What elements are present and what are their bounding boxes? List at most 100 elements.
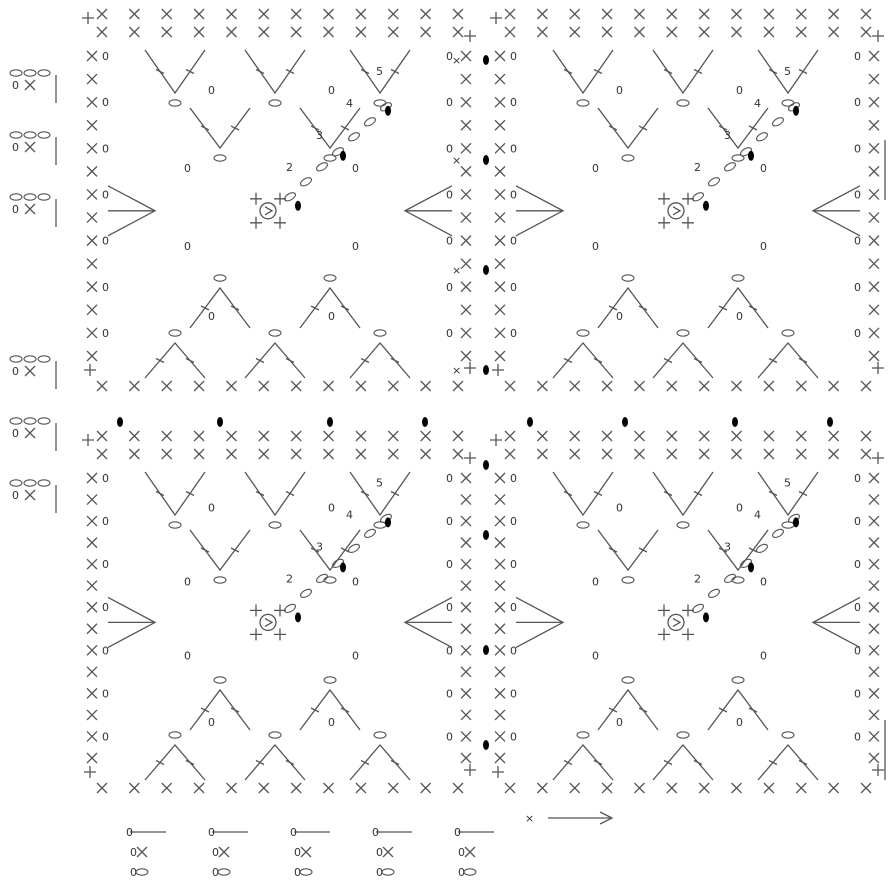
motif-4-fan-inner-left-bar (609, 548, 617, 552)
motif-2-right-sc (869, 328, 879, 338)
motif-3-bottom-sc (162, 783, 172, 793)
direction-sc: × (525, 812, 534, 825)
motif-4-right-zero: 0 (854, 730, 861, 743)
motif-4-fan-inner-right-bar (749, 548, 757, 552)
motif-4-corner-plus (490, 434, 502, 446)
left-edge-sc (25, 366, 35, 376)
motif-4-fan-inner-bl-chain (622, 677, 634, 683)
bottom-edge-chain (300, 869, 312, 875)
motif-1-top-sc (162, 9, 172, 19)
motif-3-fan-top-right-bar (391, 492, 399, 496)
left-edge-chain (10, 418, 22, 424)
motif-2-fan-bottom-right (758, 343, 818, 378)
motif-4-round-label: 5 (784, 476, 791, 489)
motif-3-left-sc (87, 710, 97, 720)
motif-2-fan-inner-br-bar (719, 306, 727, 310)
motif-1-right-sc (461, 189, 471, 199)
motif-1-corner-plus (464, 30, 476, 42)
motif-4-left-sc (495, 688, 505, 698)
motif-4-fan-bottom-mid-chain (677, 732, 689, 738)
motif-3-left-sc (87, 581, 97, 591)
motif-4-right-zero: 0 (854, 687, 861, 700)
motif-2-fan-inner-br-bar (749, 306, 757, 310)
motif-1-left-zero: 0 (102, 50, 109, 63)
motif-2-fan-inner-left-bar (639, 126, 647, 130)
motif-3-left-zero: 0 (102, 515, 109, 528)
motif-3-corner-plus (84, 766, 96, 778)
motif-3-inner-zero: 0 (352, 575, 359, 588)
motif-3-left-sc (87, 688, 97, 698)
motif-4-fan-top-mid-bar (664, 492, 672, 496)
motif-3-top-sc (97, 431, 107, 441)
motif-2-fan-bottom-mid-bar (694, 359, 702, 363)
motif-2-left-sc (495, 259, 505, 269)
motif-2-top-sc2 (537, 27, 547, 37)
motif-2-top-sc (732, 9, 742, 19)
bottom-edge-zero: 0 (130, 846, 137, 859)
motif-4-left-sc (495, 624, 505, 634)
motif-2-round-label: 4 (754, 97, 761, 110)
motif-2-round-label: 5 (784, 65, 791, 78)
left-edge-sc (25, 142, 35, 152)
motif-4-right-zero: 0 (854, 558, 861, 571)
motif-2-diag-chain (723, 161, 737, 173)
motif-1-right-sc (461, 143, 471, 153)
motif-2-fan-inner-right-bar (749, 126, 757, 130)
motif-2-corner-plus (490, 12, 502, 24)
motif-1-fan-bottom-right-chain (374, 330, 386, 336)
motif-2-fan-top-right-bar (799, 70, 807, 74)
motif-3-left-zero: 0 (102, 601, 109, 614)
motif-2-slip (703, 201, 709, 211)
motif-2-fan-inner-bl (598, 288, 658, 328)
motif-4-left-sc (495, 559, 505, 569)
motif-4-fan-top-right-bar (799, 492, 807, 496)
motif-2-magic-ring (668, 203, 684, 219)
motif-1-fan-bottom-right (350, 343, 410, 378)
motif-1-fan-bottom-mid (245, 343, 305, 378)
motif-2-bottom-sc (861, 381, 871, 391)
motif-1-right-zero: 0 (446, 327, 453, 340)
motif-2-top-sc (634, 9, 644, 19)
left-edge-zero: 0 (12, 203, 19, 216)
motif-4-fan-bottom-right-chain (782, 732, 794, 738)
motif-2-left-zero: 0 (510, 50, 517, 63)
motif-1-left-zero: 0 (102, 188, 109, 201)
motif-2-left-sc (495, 213, 505, 223)
motif-3-fan-bottom-mid-chain (269, 732, 281, 738)
motif-4-left-zero: 0 (510, 730, 517, 743)
motif-1-center-plus (250, 193, 262, 205)
motif-4-left-sc (495, 731, 505, 741)
motif-4-inner-zero: 0 (592, 649, 599, 662)
motif-4-top-sc (764, 431, 774, 441)
motif-3-fan-bottom-left-chain (169, 732, 181, 738)
motif-4-right-zero: 0 (854, 601, 861, 614)
motif-1-top-sc2 (453, 27, 463, 37)
motif-4-bottom-sc (861, 783, 871, 793)
motif-3-top-sc2 (97, 449, 107, 459)
bottom-edge-zero: 0 (454, 826, 461, 839)
motif-1-top-sc (259, 9, 269, 19)
motif-1-top-sc (453, 9, 463, 19)
motif-2-right-zero: 0 (854, 281, 861, 294)
motif-3-fan-top-left-bar (156, 492, 164, 496)
left-edge-chain (38, 480, 50, 486)
motif-2-diag-chain (707, 176, 721, 188)
motif-1-center-plus (250, 217, 262, 229)
motif-2-bottom-sc (634, 381, 644, 391)
motif-3-left-zero: 0 (102, 644, 109, 657)
motif-1-inner-zero: 0 (184, 162, 191, 175)
motif-1-left-sc (87, 51, 97, 61)
motif-1-top-sc (97, 9, 107, 19)
motif-2-right-sc (869, 143, 879, 153)
motif-1-bottom-sc (324, 381, 334, 391)
motif-2-fan-top-left-bar (594, 70, 602, 74)
join-sc: × (452, 154, 461, 167)
join-sc: × (452, 264, 461, 277)
left-edge-zero: 0 (12, 489, 19, 502)
motif-1-inner-zero: 0 (352, 240, 359, 253)
motif-4-fan-bottom-left-chain (577, 732, 589, 738)
motif-2-top-sc2 (570, 27, 580, 37)
motif-2-round-label: 2 (694, 161, 701, 174)
motif-2-top-sc (570, 9, 580, 19)
left-edge-chain (24, 356, 36, 362)
